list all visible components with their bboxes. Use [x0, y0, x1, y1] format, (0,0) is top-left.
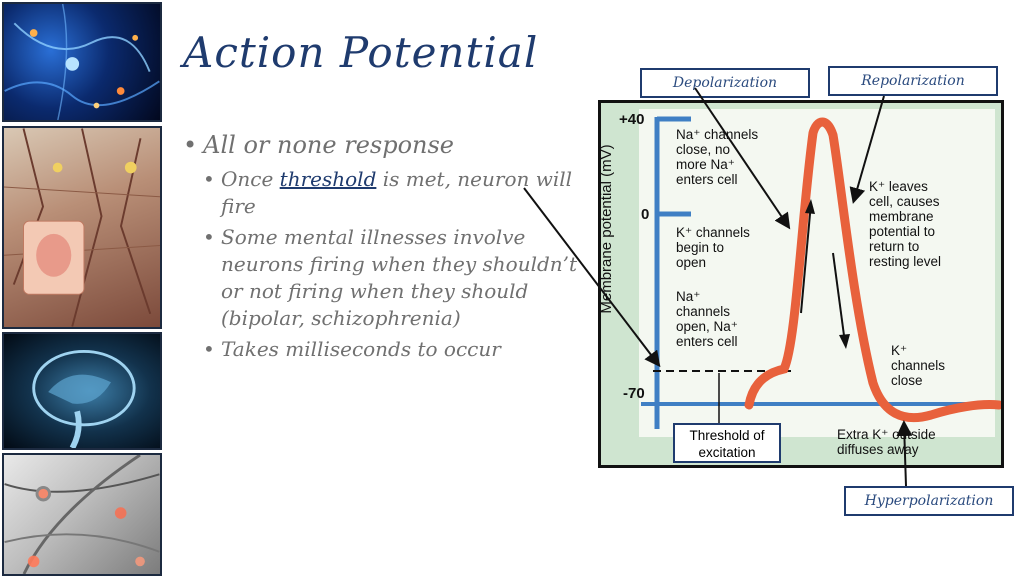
note-k-close: K⁺ channels close [891, 343, 946, 388]
note-na-open: Na⁺ channels open, Na⁺ enters cell [676, 289, 738, 349]
threshold-link[interactable]: threshold [279, 167, 377, 191]
y-axis-label: Membrane potential (mV) [598, 144, 615, 314]
note-na-close: Na⁺ channels close, no more Na⁺ enters c… [676, 127, 759, 187]
bullet-sub-mental-illness: •Some mental illnesses involve neurons f… [203, 225, 578, 330]
callout-repolarization: Repolarization [828, 66, 998, 96]
note-k-begin: K⁺ channels begin to open [676, 225, 750, 270]
diagram-graphics [639, 109, 1001, 437]
neuron-network-image [2, 2, 162, 122]
note-extra-k: Extra K⁺ outside diffuses away [837, 427, 936, 457]
tick-label-zero: 0 [641, 206, 650, 223]
neuron-illustration-image [2, 126, 162, 329]
bullet-sub-milliseconds: •Takes milliseconds to occur [203, 337, 501, 361]
falling-arrow [832, 252, 846, 344]
slide-title: Action Potential [183, 28, 539, 77]
neurons-render-image [2, 453, 162, 576]
action-potential-curve [744, 117, 1001, 423]
bullet-sub-threshold: •Once threshold is met, neuron will fire [203, 167, 573, 218]
note-k-leaves: K⁺ leaves cell, causes membrane potentia… [869, 179, 942, 269]
bullet-list: •All or none response •Once threshold is… [183, 128, 588, 363]
brain-mri-image [2, 332, 162, 450]
callout-depolarization: Depolarization [640, 68, 810, 98]
callout-hyperpolarization: Hyperpolarization [844, 486, 1014, 516]
image-strip [0, 0, 166, 576]
action-potential-diagram: +40 0 -70 Membrane potential (mV) Na⁺ ch… [598, 100, 1004, 468]
threshold-label-box: Threshold of excitation [673, 423, 781, 463]
rising-arrow [800, 202, 812, 314]
tick-label-top: +40 [619, 111, 645, 128]
bullet-glyph: • [183, 131, 198, 159]
bullet-main: •All or none response [183, 131, 454, 159]
tick-label-resting: -70 [623, 385, 645, 402]
